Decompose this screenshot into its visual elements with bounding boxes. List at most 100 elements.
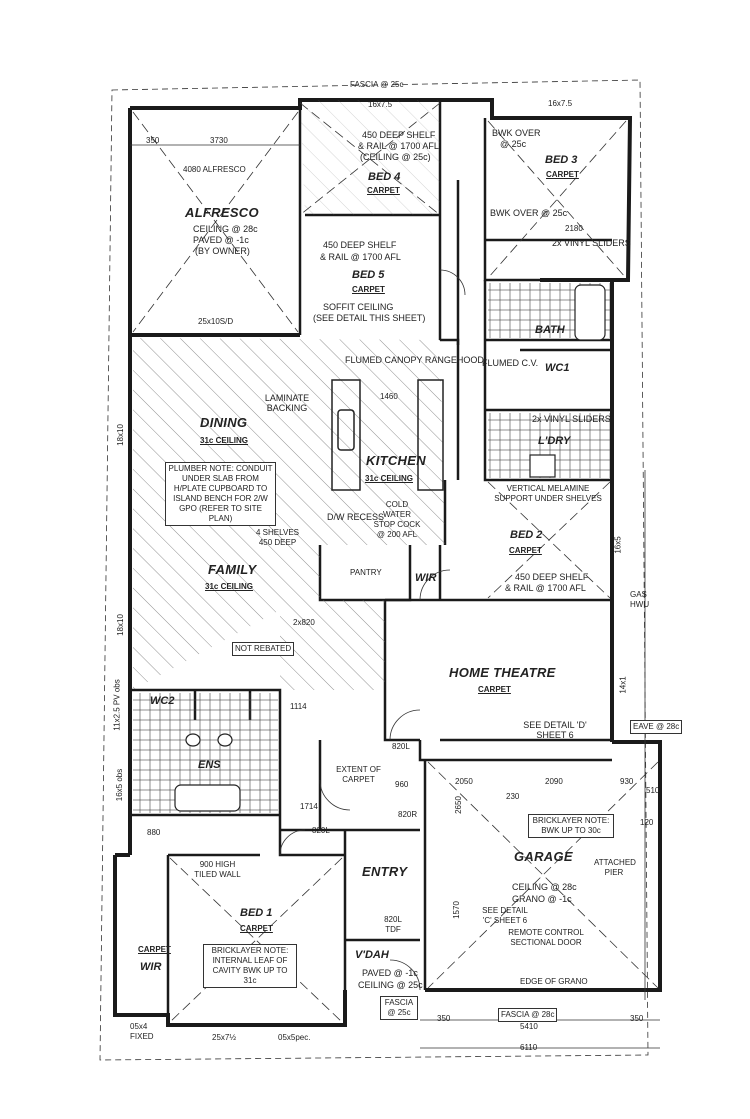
dim-960: 960 <box>395 780 409 789</box>
bed2-title: BED 2 <box>510 529 543 541</box>
bed5-floor: CARPET <box>352 285 385 294</box>
alfresco-note-3: (BY OWNER) <box>195 246 250 256</box>
bed3-floor: CARPET <box>546 170 579 179</box>
wir-title: WIR <box>415 572 437 584</box>
dim-880: 880 <box>147 828 161 837</box>
bed1-title: BED 1 <box>240 907 273 919</box>
bed2-note-2: & RAIL @ 1700 AFL <box>505 583 586 593</box>
dim-230: 230 <box>506 792 520 801</box>
alfresco-title: ALFRESCO <box>185 205 259 220</box>
door-swings <box>279 269 466 991</box>
gas-hwu: GAS HWU <box>630 590 650 609</box>
dim-2x820: 2x820 <box>293 618 315 627</box>
bed3-bwk-1: BWK OVER <box>492 128 541 138</box>
spec-05: 05x5pec. <box>278 1033 311 1042</box>
bed5-note-2: & RAIL @ 1700 AFL <box>320 252 401 262</box>
dim-2090: 2090 <box>545 777 563 786</box>
dining-ceiling: 31c CEILING <box>200 436 249 445</box>
bed3-bwk-2: @ 25c <box>500 139 527 149</box>
edge-grano: EDGE OF GRANO <box>520 977 588 986</box>
fascia-vdah: FASCIA @ 25c <box>380 996 418 1020</box>
hatched-areas <box>133 100 445 690</box>
pantry-label: PANTRY <box>350 568 382 577</box>
window-16x5-ens: 16x5 obs <box>115 768 125 802</box>
dim-2050: 2050 <box>455 777 473 786</box>
soffit-25x10: 25x10S/D <box>198 317 234 326</box>
extent-carpet: EXTENT OF CARPET <box>336 765 381 784</box>
vdah-title: V'DAH <box>355 949 389 961</box>
fixed-window: 05x4 FIXED <box>130 1022 154 1041</box>
vinyl-sliders-bed3: 2x VINYL SLIDERS <box>552 238 631 248</box>
dim-930: 930 <box>620 777 634 786</box>
home-theatre-floor: CARPET <box>478 685 511 694</box>
bath-fixtures <box>174 284 606 812</box>
dining-title: DINING <box>200 415 248 430</box>
dim-350-top: 350 <box>146 136 160 145</box>
bed5-soffit-2: (SEE DETAIL THIS SHEET) <box>313 313 426 323</box>
dim-820l-ht: 820L <box>392 742 410 751</box>
see-detail-d: SEE DETAIL 'D' SHEET 6 <box>523 720 587 740</box>
cold-water-note: COLD WATER STOP COCK @ 200 AFL <box>373 500 421 539</box>
family-title: FAMILY <box>208 562 257 577</box>
rake-lines <box>132 102 659 1023</box>
glaze-25x7: 25x7½ <box>212 1033 237 1042</box>
garage-note-1: CEILING @ 28c <box>512 882 577 892</box>
bwk-over-bed3: BWK OVER @ 25c <box>490 208 568 218</box>
window-14x1-ht: 14x1 <box>618 676 628 694</box>
window-16x5-bed2: 16x5 <box>613 536 623 554</box>
family-ceiling: 31c CEILING <box>205 582 254 591</box>
kitchen-ceiling: 31c CEILING <box>365 474 414 483</box>
bed4-floor: CARPET <box>367 186 400 195</box>
wir2-title: WIR <box>140 961 162 973</box>
window-18x10-b: 18x10 <box>115 614 125 636</box>
eave-label: EAVE @ 28c <box>630 720 683 734</box>
plumber-note: PLUMBER NOTE: CONDUIT UNDER SLAB FROM H/… <box>165 462 276 526</box>
dim-350-bl: 350 <box>437 1014 451 1023</box>
dim-1460: 1460 <box>380 392 398 401</box>
vdah-note-2: CEILING @ 25c <box>358 980 423 990</box>
garage-note-2: GRANO @ -1c <box>512 894 572 904</box>
window-16x7-a: 16x7.5 <box>368 100 393 109</box>
bed1-floor: CARPET <box>240 924 273 933</box>
bricklayer-garage-note: BRICKLAYER NOTE: BWK UP TO 30c <box>528 814 614 838</box>
ens-title: ENS <box>198 759 221 771</box>
bath-title: BATH <box>535 324 565 336</box>
shelves-note: 4 SHELVES 450 DEEP <box>256 528 299 547</box>
dim-5410: 5410 <box>520 1022 538 1031</box>
bed4-note-1: 450 DEEP SHELF <box>362 130 436 140</box>
bed2-floor: CARPET <box>509 546 542 555</box>
dw-recess: D/W RECESS <box>327 512 385 522</box>
kitchen-island <box>331 379 444 491</box>
dim-350-br: 350 <box>630 1014 644 1023</box>
dim-2180: 2180 <box>565 224 583 233</box>
dim-1570: 1570 <box>451 901 461 919</box>
kitchen-title: KITCHEN <box>366 453 426 468</box>
fascia-garage: FASCIA @ 28c <box>498 1008 558 1022</box>
flumed-cv: FLUMED C.V. <box>482 358 539 368</box>
window-16x7-b: 16x7.5 <box>548 99 573 108</box>
wc1-title: WC1 <box>545 362 570 374</box>
attached-pier: ATTACHED PIER <box>594 858 636 877</box>
bed5-soffit-1: SOFFIT CEILING <box>323 302 394 312</box>
tiled-wall-note: 900 HIGH TILED WALL <box>194 860 241 879</box>
entry-title: ENTRY <box>362 864 408 879</box>
alfresco-dim: 4080 ALFRESCO <box>183 165 246 174</box>
not-rebated: NOT REBATED <box>232 642 295 656</box>
bricklayer-bed1-note: BRICKLAYER NOTE: INTERNAL LEAF OF CAVITY… <box>203 944 297 988</box>
vdah-note-1: PAVED @ -1c <box>362 968 418 978</box>
remote-control-note: REMOTE CONTROL SECTIONAL DOOR <box>508 928 584 947</box>
window-11x25-ens: 11x2.5 PV obs <box>112 679 122 731</box>
see-detail-c: SEE DETAIL 'C' SHEET 6 <box>482 906 528 925</box>
dim-510: 510 <box>646 786 660 795</box>
home-theatre-title: HOME THEATRE <box>449 665 556 680</box>
bed4-note-2: & RAIL @ 1700 AFL <box>358 141 439 151</box>
property-lines <box>99 79 649 1061</box>
vinyl-sliders-ldry: 2x VINYL SLIDERS <box>532 414 611 424</box>
garage-title: GARAGE <box>514 849 573 864</box>
dim-820l-entry: 820L <box>312 826 330 835</box>
bed2-note-1: 450 DEEP SHELF <box>515 572 589 582</box>
dim-820-tdf: 820L TDF <box>384 915 402 934</box>
dim-1114: 1114 <box>290 702 307 711</box>
dim-820r: 820R <box>398 810 418 819</box>
